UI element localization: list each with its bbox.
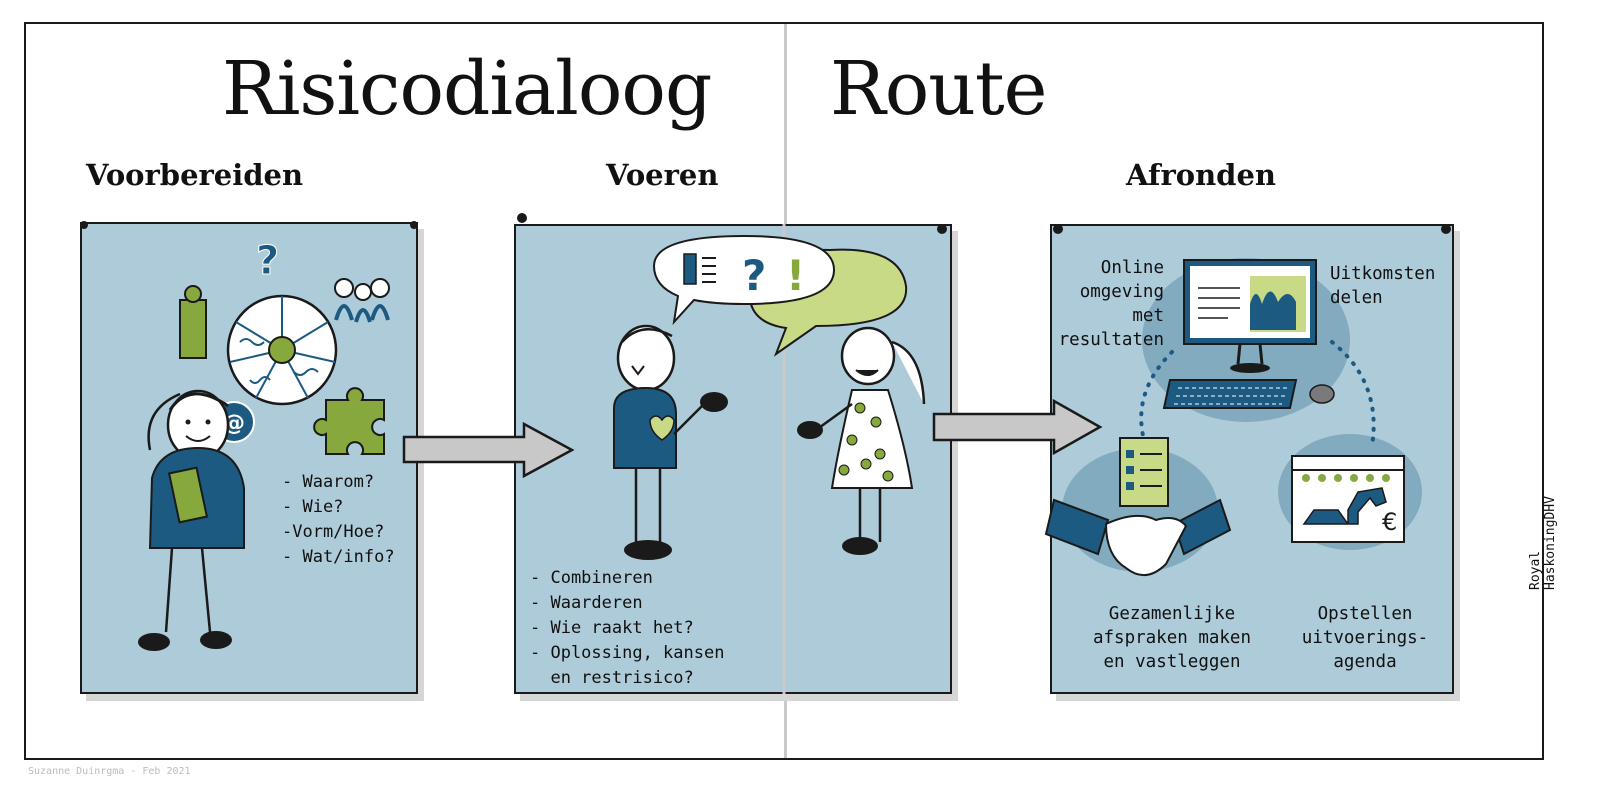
people-group-icon xyxy=(334,278,390,323)
heading-voeren: Voeren xyxy=(606,158,719,192)
euro-icon: € xyxy=(1382,508,1397,536)
person-thinking-icon xyxy=(138,389,245,651)
caption-line: Online xyxy=(1100,258,1164,278)
conduct-activity-list: - Combineren - Waarderen - Wie raakt het… xyxy=(530,566,724,691)
conduct-illustration: ? ! xyxy=(613,224,926,694)
exclamation-icon: ! xyxy=(786,251,805,300)
person-listening-icon xyxy=(797,326,926,555)
caption-line: en vastleggen xyxy=(1103,652,1241,672)
list-item: - Wie? xyxy=(282,497,344,517)
caption-line: Uitkomsten xyxy=(1330,264,1436,284)
agenda-label: Opstellen uitvoerings- agenda xyxy=(1290,602,1440,674)
caption-line: resultaten xyxy=(1058,330,1164,350)
checklist-icon xyxy=(1119,437,1169,507)
list-item: en restrisico? xyxy=(530,668,694,688)
handshake-icon xyxy=(1044,498,1232,576)
list-item: -Vorm/Hoe? xyxy=(282,522,385,542)
person-speaking-icon xyxy=(613,324,728,560)
document-icon xyxy=(683,253,716,285)
list-item: - Wat/info? xyxy=(282,547,395,567)
caption-line: Opstellen xyxy=(1317,604,1413,624)
keyboard-icon xyxy=(1162,379,1298,409)
list-item: - Waarderen xyxy=(530,593,643,613)
arrow-prepare-to-conduct xyxy=(402,421,575,479)
list-item: - Wie raakt het? xyxy=(530,618,694,638)
mouse-icon xyxy=(1309,384,1335,404)
pin-icon xyxy=(1441,224,1451,234)
caption-line: delen xyxy=(1330,288,1383,308)
title-risicodialoog: Risicodialoog xyxy=(222,46,712,132)
info-icon xyxy=(179,285,207,359)
heading-afronden: Afronden xyxy=(1126,158,1276,192)
list-item: - Waarom? xyxy=(282,472,375,492)
online-environment-label: Online omgeving met resultaten xyxy=(1054,256,1164,352)
pin-icon xyxy=(80,221,88,229)
caption-line: agenda xyxy=(1333,652,1397,672)
arrow-conduct-to-finish xyxy=(932,398,1103,456)
pin-icon xyxy=(1053,224,1063,234)
excavator-icon xyxy=(1302,487,1387,525)
caption-line: afspraken maken xyxy=(1092,628,1252,648)
prepare-illustration: ? @ xyxy=(138,238,390,651)
caption-line: met xyxy=(1132,306,1164,326)
connector-dots xyxy=(1139,350,1174,442)
question-mark-icon: ? xyxy=(742,251,766,300)
agreements-label: Gezamenlijke afspraken maken en vastlegg… xyxy=(1080,602,1264,674)
pin-icon xyxy=(937,224,947,234)
speech-bubble-white-icon xyxy=(652,234,836,326)
title-route: Route xyxy=(830,46,1047,132)
calendar-agenda-icon: € xyxy=(1291,455,1405,543)
list-item: - Combineren xyxy=(530,568,653,588)
caption-line: omgeving xyxy=(1079,282,1164,302)
computer-monitor-icon xyxy=(1183,259,1317,373)
pin-icon xyxy=(517,213,527,223)
question-mark-icon: ? xyxy=(256,238,279,284)
list-item: - Oplossing, kansen xyxy=(530,643,725,663)
caption-line: uitvoerings- xyxy=(1301,628,1429,648)
puzzle-piece-icon xyxy=(313,387,385,455)
connector-dots xyxy=(1330,340,1376,448)
finish-illustration: € xyxy=(1044,258,1422,576)
brand-credit: Royal HaskoningDHV xyxy=(1528,496,1558,590)
prepare-question-list: - Waarom? - Wie? -Vorm/Hoe? - Wat/info? xyxy=(282,470,395,570)
caption-line: Gezamenlijke xyxy=(1108,604,1236,624)
diagram-frame xyxy=(24,22,1544,760)
artist-credit: Suzanne Duinrgma - Feb 2021 xyxy=(28,766,191,777)
topic-wheel-icon xyxy=(226,294,338,406)
share-results-label: Uitkomsten delen xyxy=(1330,262,1435,310)
pin-icon xyxy=(410,221,418,229)
heading-voorbereiden: Voorbereiden xyxy=(86,158,304,192)
